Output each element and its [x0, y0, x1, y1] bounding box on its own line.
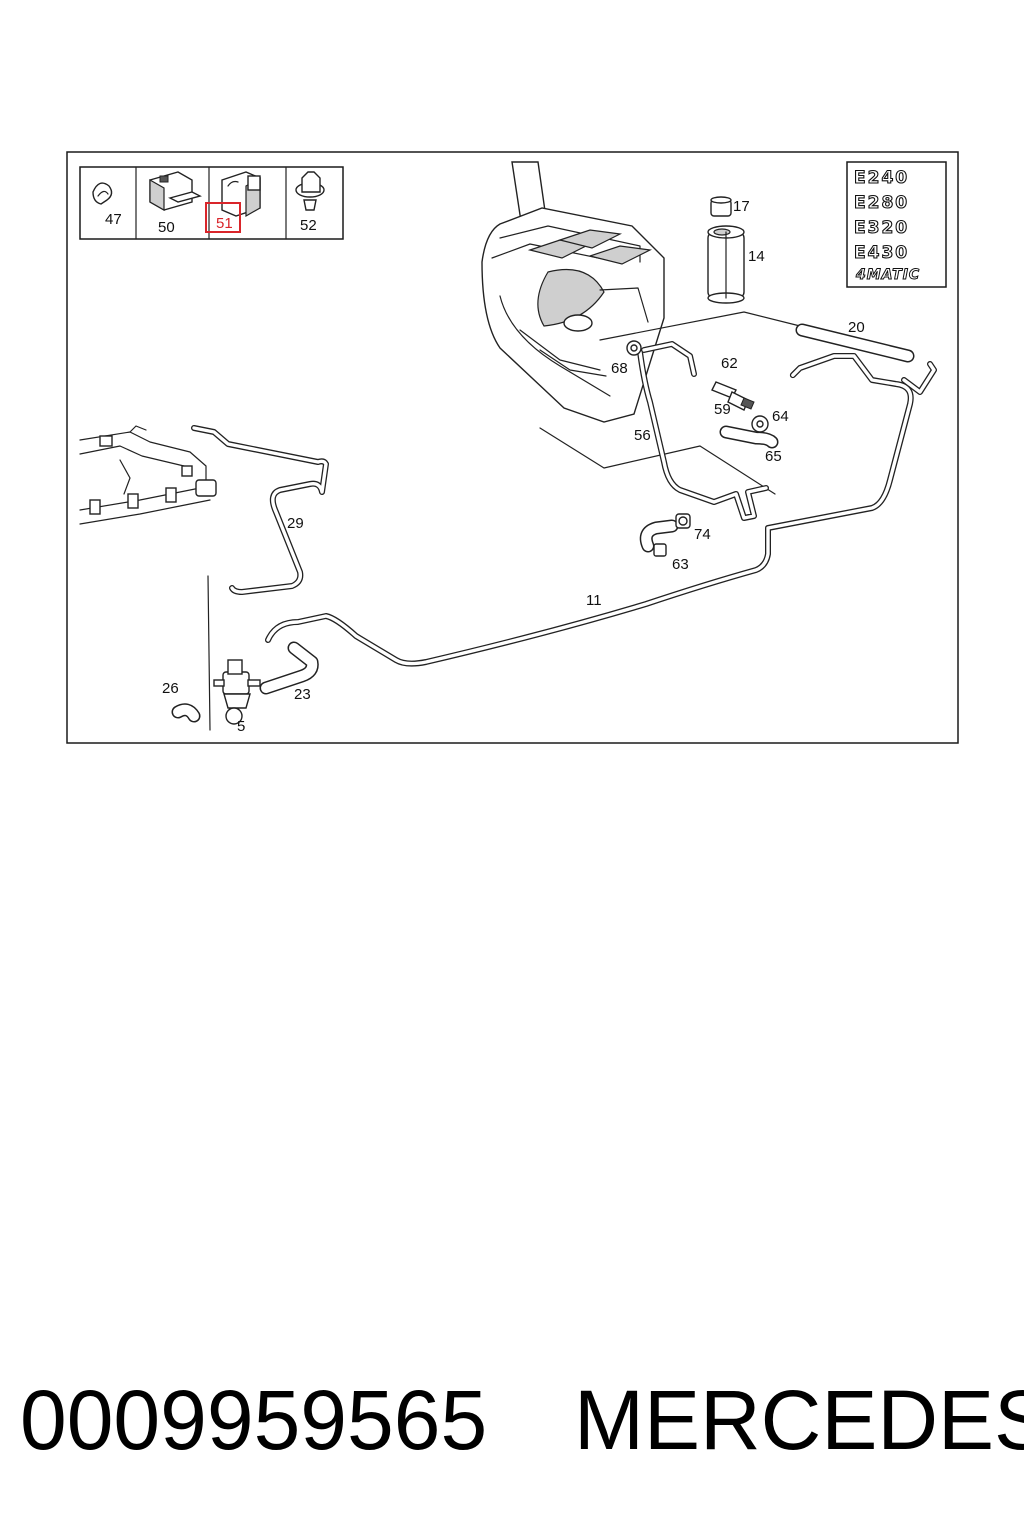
holder-51-icon — [221, 171, 261, 218]
brand-name: MERCEDES — [574, 1373, 1024, 1467]
filter-cap-17 — [710, 196, 732, 217]
highlight-box-51 — [205, 202, 241, 233]
inset-callout-50: 50 — [158, 219, 175, 236]
model-badge-e430: E430 — [854, 243, 909, 263]
caption: 0009959565 MERCEDES — [0, 1370, 1024, 1470]
inset-callout-51: 51 — [216, 215, 233, 232]
ground-plane-line — [539, 427, 776, 495]
fuel-rail — [79, 425, 217, 525]
purge-valve-5 — [207, 575, 261, 731]
hose-20 — [795, 323, 915, 363]
hose-23 — [259, 641, 319, 695]
callout-62: 62 — [721, 355, 738, 372]
callout-14: 14 — [748, 248, 765, 265]
callout-64: 64 — [772, 408, 789, 425]
callout-5: 5 — [237, 718, 245, 735]
callout-68: 68 — [611, 360, 628, 377]
hose-65 — [719, 425, 779, 449]
charcoal-canister-14 — [707, 225, 745, 304]
callout-65: 65 — [765, 448, 782, 465]
diagram-frame — [66, 151, 959, 744]
callout-23: 23 — [294, 686, 311, 703]
fuel-line-29 — [191, 425, 329, 595]
grommet-52-icon — [295, 171, 325, 211]
model-badge-e320: E320 — [854, 218, 909, 238]
callout-56: 56 — [634, 427, 651, 444]
callout-74: 74 — [694, 526, 711, 543]
inset-callout-52: 52 — [300, 217, 317, 234]
hose-63 — [639, 519, 679, 557]
fuel-tank — [481, 161, 665, 423]
inset-parts-table: 47 50 51 52 — [79, 166, 344, 240]
part-number: 0009959565 — [20, 1373, 488, 1467]
model-badge-e280: E280 — [854, 193, 909, 213]
callout-59: 59 — [714, 401, 731, 418]
parts-diagram: 47 50 51 52 E240 E280 E320 E430 4MATIC — [66, 151, 959, 744]
fuel-line-11 — [265, 353, 937, 667]
callout-17: 17 — [733, 198, 750, 215]
clamp-47-icon — [92, 182, 113, 205]
clamp-74 — [675, 513, 691, 529]
fuel-line-56 — [637, 341, 769, 521]
elbow-26 — [171, 703, 201, 723]
inset-callout-47: 47 — [105, 211, 122, 228]
model-badge-4matic: 4MATIC — [855, 267, 920, 283]
clamp-68 — [626, 340, 642, 356]
callout-20: 20 — [848, 319, 865, 336]
clip-64 — [751, 415, 769, 433]
model-badge-e240: E240 — [854, 168, 909, 188]
bracket-50-icon — [149, 171, 202, 212]
callout-29: 29 — [287, 515, 304, 532]
connector-59 — [727, 391, 755, 411]
ground-plane-line-2 — [599, 311, 801, 341]
callout-26: 26 — [162, 680, 179, 697]
model-badges: E240 E280 E320 E430 4MATIC — [846, 161, 947, 288]
callout-11: 11 — [586, 592, 602, 609]
callout-63: 63 — [672, 556, 689, 573]
